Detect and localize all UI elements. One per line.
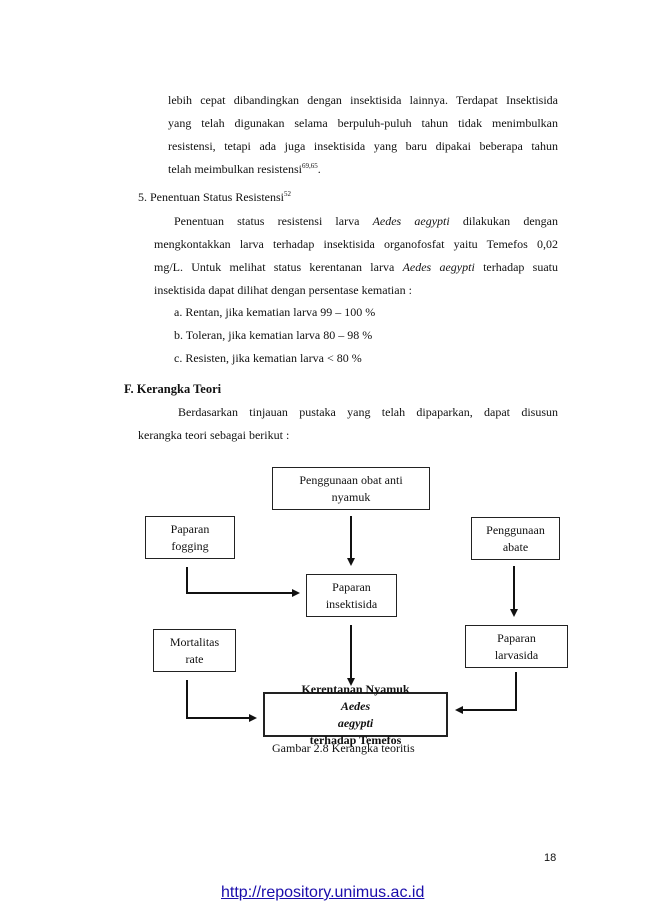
- repository-link[interactable]: http://repository.unimus.ac.id: [221, 884, 425, 901]
- heading-text: 5. Penentuan Status Resistensi: [138, 190, 284, 204]
- arrow-fogging-to-insektisida: [186, 567, 300, 597]
- text-line: mengkontakkan larva terhadap insektisida…: [154, 237, 558, 251]
- text-line: kerangka teori sebagai berikut :: [138, 428, 290, 442]
- species-name: Aedes aegypti: [372, 214, 450, 228]
- box-label: Kerentanan Nyamuk Aedes: [301, 681, 409, 715]
- list-item: a. Rentan, jika kematian larva 99 – 100 …: [174, 305, 376, 319]
- box-label: Paparan: [170, 521, 210, 536]
- list-item: c. Resisten, jika kematian larva < 80 %: [174, 351, 362, 365]
- arrow-mortalitas-to-outcome: [186, 680, 257, 722]
- species-name: aegypti: [337, 715, 374, 730]
- text-segment: .: [317, 162, 321, 176]
- text-line: yang telah digunakan selama berpuluh-pul…: [168, 116, 558, 130]
- text-line: mg/L. Untuk melihat status kerentanan la…: [154, 256, 558, 279]
- text-segment: dilakukan dengan: [449, 214, 558, 228]
- text-line: lebih cepat dibandingkan dengan insektis…: [168, 93, 558, 107]
- section-5-heading: 5. Penentuan Status Resistensi52: [138, 190, 291, 205]
- species-name: Aedes: [340, 698, 371, 713]
- box-label: Mortalitas: [169, 634, 220, 649]
- box-label: aegypti terhadap Temefos: [301, 715, 409, 749]
- section-5-paragraph: Penentuan status resistensi larva Aedes …: [154, 210, 558, 302]
- box-paparan-insektisida: Paparan insektisida: [306, 574, 397, 617]
- box-label: insektisida: [325, 596, 378, 611]
- species-name: Aedes aegypti: [402, 260, 475, 274]
- page-number: 18: [544, 852, 557, 864]
- citation: 69,65: [301, 162, 318, 170]
- box-label: larvasida: [494, 647, 539, 662]
- text-segment: terhadap Temefos: [309, 732, 402, 747]
- citation: 52: [284, 190, 291, 198]
- box-kerentanan-nyamuk: Kerentanan Nyamuk Aedes aegypti terhadap…: [263, 682, 448, 747]
- box-paparan-larvasida: Paparan larvasida: [465, 625, 568, 668]
- box-label: fogging: [171, 538, 209, 553]
- text-segment: terhadap suatu: [474, 260, 558, 274]
- text-line: telah meimbulkan resistensi69,65.: [168, 158, 558, 181]
- text-line: insektisida dapat dilihat dengan persent…: [154, 283, 412, 297]
- box-paparan-fogging: Paparan fogging: [145, 516, 235, 559]
- text-segment: Penentuan status resistensi larva: [174, 214, 373, 228]
- continuation-paragraph: lebih cepat dibandingkan dengan insektis…: [168, 89, 558, 181]
- box-label: rate: [185, 651, 204, 666]
- box-label: Paparan: [332, 579, 371, 594]
- text-line: Berdasarkan tinjauan pustaka yang telah …: [178, 405, 558, 419]
- box-label: Paparan: [497, 630, 536, 645]
- box-penggunaan-obat-anti-nyamuk: Penggunaan obat anti nyamuk: [272, 467, 430, 510]
- figure-caption: Gambar 2.8 Kerangka teoritis: [272, 741, 415, 755]
- box-label: nyamuk: [331, 489, 371, 504]
- list-item: b. Toleran, jika kematian larva 80 – 98 …: [174, 328, 373, 342]
- box-mortalitas-rate: Mortalitas rate: [153, 629, 236, 672]
- text-segment: telah meimbulkan resistensi: [168, 162, 302, 176]
- text-segment: Kerentanan Nyamuk: [301, 681, 410, 696]
- box-penggunaan-abate: Penggunaan abate: [471, 517, 560, 560]
- section-f-paragraph: Berdasarkan tinjauan pustaka yang telah …: [138, 401, 558, 447]
- text-segment: mg/L. Untuk melihat status kerentanan la…: [154, 260, 403, 274]
- text-line: resistensi, tetapi ada juga insektisida …: [168, 139, 558, 153]
- text-line: Penentuan status resistensi larva Aedes …: [154, 210, 558, 233]
- arrow-larvasida-to-outcome: [455, 672, 517, 714]
- box-label: Penggunaan obat anti: [299, 472, 403, 487]
- box-label: Penggunaan: [486, 522, 545, 537]
- section-f-heading: F. Kerangka Teori: [124, 382, 222, 396]
- box-label: abate: [502, 539, 529, 554]
